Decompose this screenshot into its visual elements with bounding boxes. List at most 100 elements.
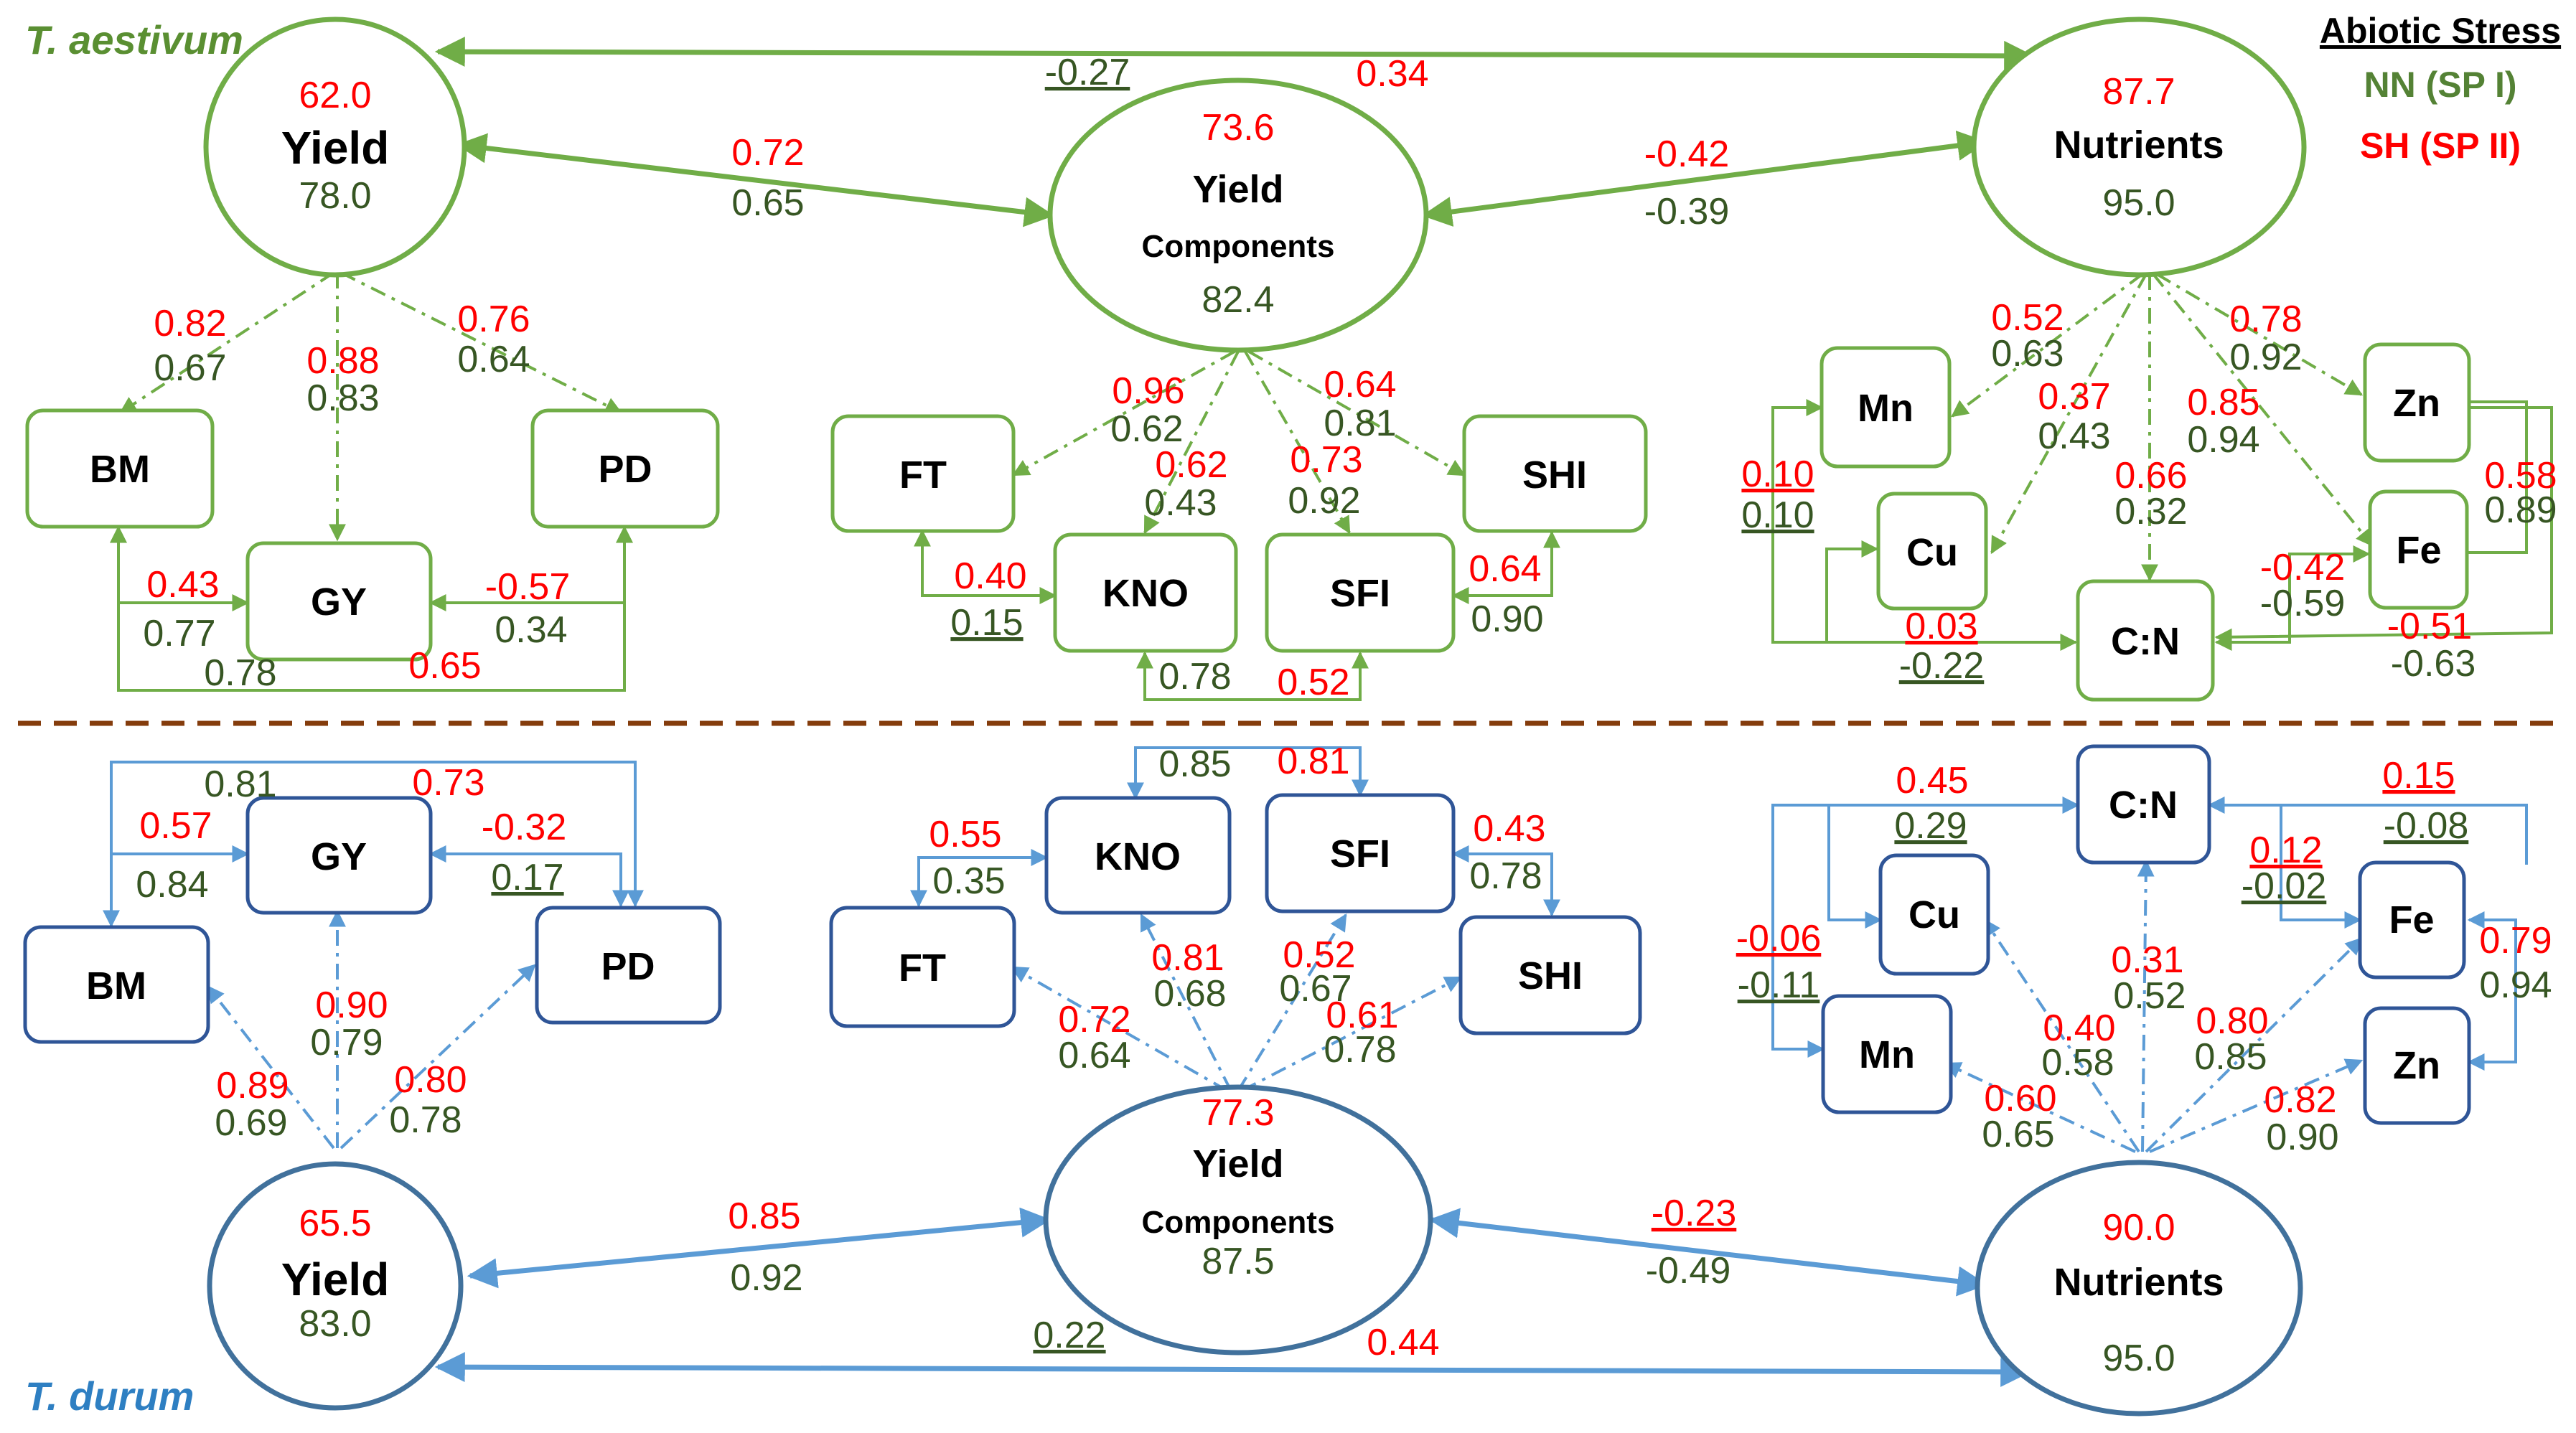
legend-title: Abiotic Stress <box>2320 11 2561 51</box>
box-fe <box>2368 489 2469 610</box>
coef-yn-red: 0.34 <box>1356 53 1428 95</box>
coef-ftkno-green: 0.35 <box>932 860 1005 902</box>
box-cu-label: Cu <box>1908 893 1960 936</box>
loading-shi <box>1241 976 1463 1092</box>
coef-yc-green: 0.65 <box>731 182 804 224</box>
coef-mncn-red: 0.10 <box>1741 454 1814 495</box>
arrow-components-nutrients <box>1428 1208 1988 1297</box>
yc-red: 73.6 <box>1202 107 1274 149</box>
top-connectors <box>110 37 2553 701</box>
coef-yn-red: 0.44 <box>1367 1322 1439 1363</box>
coef-bmpd-red: 0.65 <box>408 645 481 687</box>
coef-yn-green: -0.27 <box>1045 52 1130 93</box>
yield-components-ellipse <box>1047 77 1429 353</box>
loading-ft <box>1011 350 1235 476</box>
box-gy-label: GY <box>311 581 367 624</box>
box-zn <box>2363 1006 2471 1125</box>
coef-shi-red: 0.64 <box>1324 364 1396 405</box>
corr-ft-kno <box>914 529 1057 604</box>
coef-bmpd-green: 0.81 <box>204 764 276 805</box>
coef-bmpd-green: 0.78 <box>204 652 276 694</box>
box-shi <box>1458 915 1642 1035</box>
arrow-yield-nutrients <box>434 1352 2031 1387</box>
coef-mncn-green: 0.10 <box>1741 494 1814 536</box>
loading-kno <box>1143 351 1240 535</box>
yc-green: 82.4 <box>1202 279 1274 321</box>
coef-knosfi-red: 0.52 <box>1277 662 1349 703</box>
coef-bmpd-red: 0.73 <box>412 762 484 804</box>
coef-zn-green: 0.90 <box>2266 1117 2338 1158</box>
loading-ft <box>1010 966 1228 1092</box>
coef-cu-green: 0.43 <box>2038 415 2110 457</box>
box-kno-label: KNO <box>1095 835 1181 878</box>
box-shi-label: SHI <box>1522 454 1587 497</box>
coef-ftkno-green: 0.15 <box>950 602 1023 644</box>
coef-ft-green: 0.64 <box>1058 1035 1130 1076</box>
box-cn-label: C:N <box>2109 784 2178 827</box>
coef-cn-green: -0.39 <box>1644 191 1730 232</box>
loading-sfi <box>1244 351 1351 535</box>
coef-cu-red: 0.37 <box>2038 376 2110 418</box>
coef-gy-green: 0.79 <box>310 1022 383 1063</box>
corr-zn-cn <box>2214 399 2553 646</box>
nutrients-label: Nutrients <box>2053 1261 2224 1304</box>
coef-bmgy-red: 0.57 <box>139 805 212 847</box>
coef-mncn-red: -0.06 <box>1736 918 1822 959</box>
box-gy <box>245 796 433 915</box>
coef-zn-red: 0.78 <box>2229 299 2302 340</box>
coef-fezn-red: 0.79 <box>2479 920 2552 962</box>
coef-fe-green: 0.85 <box>2194 1036 2267 1078</box>
coef-cu-red: 0.40 <box>2043 1007 2115 1049</box>
box-sfi-label: SFI <box>1330 572 1390 615</box>
coef-mn-green: 0.63 <box>1991 333 2064 375</box>
coef-znfe-green: 0.89 <box>2484 489 2557 531</box>
box-cn-label: C:N <box>2111 620 2180 663</box>
loading-pd <box>340 271 623 414</box>
coef-fecn-green: -0.59 <box>2260 583 2346 624</box>
coef-ft-green: 0.62 <box>1110 408 1183 450</box>
coef-bm-green: 0.69 <box>215 1102 287 1144</box>
coef-fecn2-red: 0.12 <box>2249 830 2322 871</box>
coef-gy-red: 0.88 <box>306 340 379 382</box>
box-cu <box>1876 492 1988 611</box>
coef-bmgy-green: 0.84 <box>136 864 208 906</box>
corr-fe-cn-inner <box>2280 805 2362 929</box>
nutrients-label: Nutrients <box>2053 123 2224 166</box>
box-pd-label: PD <box>601 945 655 988</box>
yc-green: 87.5 <box>1202 1241 1274 1282</box>
box-cn <box>2076 744 2211 865</box>
coef-kno-red: 0.62 <box>1155 444 1227 486</box>
coef-sfishi-green: 0.90 <box>1471 598 1543 640</box>
coef-pd-red: 0.80 <box>394 1059 467 1101</box>
coef-pd-green: 0.78 <box>389 1099 462 1141</box>
box-mn <box>1819 346 1952 469</box>
coef-gy-green: 0.83 <box>306 377 379 419</box>
nutrients-ellipse <box>1975 1160 2303 1416</box>
loading-bm <box>207 985 335 1150</box>
corr-ft-kno <box>910 849 1049 908</box>
box-ft-label: FT <box>899 946 946 990</box>
coef-shi-green: 0.78 <box>1324 1029 1396 1071</box>
coef-yc-red: 0.72 <box>731 132 804 174</box>
coef-zncn-green: -0.63 <box>2391 643 2476 685</box>
coef-gy-red: 0.90 <box>315 985 388 1026</box>
coef-cucn-green: 0.29 <box>1894 805 1967 847</box>
coef-pdgy-green: 0.34 <box>495 609 567 651</box>
corr-bm-pd <box>110 525 633 692</box>
box-sfi <box>1265 532 1456 653</box>
box-sfi-label: SFI <box>1330 832 1390 875</box>
loading-bm <box>118 271 335 414</box>
coef-shi-red: 0.61 <box>1326 995 1398 1036</box>
coef-sfi-red: 0.52 <box>1283 934 1355 976</box>
arrow-yield-nutrients <box>434 37 2035 71</box>
yield-components-ellipse <box>1043 1084 1433 1356</box>
corr-mn-cn <box>1771 399 2078 651</box>
nutrients-green: 95.0 <box>2102 182 2175 224</box>
yield-red: 62.0 <box>299 75 371 116</box>
bottom-nodes <box>23 744 2471 1416</box>
coef-ftkno-red: 0.40 <box>954 555 1026 597</box>
coef-yc-red: 0.85 <box>728 1195 800 1237</box>
yc-label-1: Yield <box>1192 168 1283 211</box>
